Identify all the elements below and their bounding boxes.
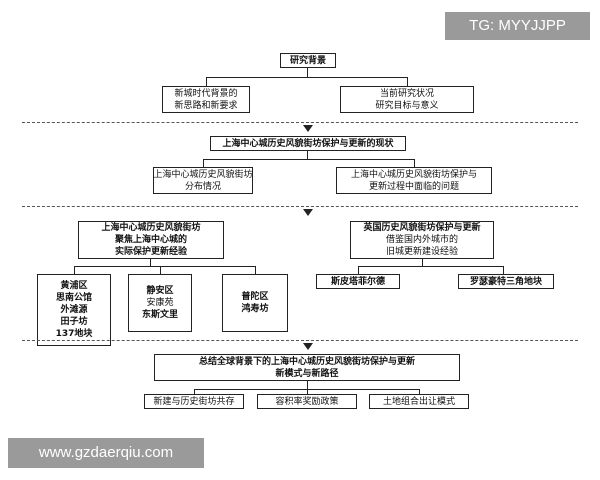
box-line: 上海中心城历史风貌街坊保护与 bbox=[350, 169, 477, 180]
box-coexistence: 新建与历史街坊共存 bbox=[144, 394, 244, 409]
box-distribution: 上海中心城历史风貌街坊 分布情况 bbox=[153, 167, 253, 194]
box-uk-case-spitalfields: 斯皮塔菲尔德 bbox=[316, 274, 400, 289]
box-line: 实际保护更新经验 bbox=[114, 247, 187, 257]
box-line: 上海中心城历史风貌街坊 bbox=[101, 223, 201, 233]
district-item: 137地块 bbox=[55, 329, 93, 339]
item-label: 新建与历史街坊共存 bbox=[153, 396, 235, 407]
connector bbox=[419, 389, 420, 394]
box-line: 英国历史风貌街坊保护与更新 bbox=[363, 223, 481, 233]
district-item: 田子坊 bbox=[60, 317, 88, 327]
box-line: 旧城更新建设经验 bbox=[385, 247, 458, 257]
down-arrow-icon bbox=[303, 343, 313, 350]
box-label: 研究背景 bbox=[289, 55, 326, 66]
connector bbox=[358, 266, 504, 267]
connector bbox=[206, 77, 207, 86]
box-new-era-background: 新城时代背景的 新思路和新要求 bbox=[162, 86, 250, 113]
box-line: 上海中心城历史风貌街坊 bbox=[153, 169, 253, 180]
section-divider bbox=[22, 340, 578, 341]
box-line: 聚焦上海中心城的 bbox=[114, 235, 187, 245]
connector bbox=[503, 266, 504, 274]
item-label: 土地组合出让模式 bbox=[382, 396, 455, 407]
item-label: 容积率奖励政策 bbox=[275, 396, 339, 407]
box-district-putuo: 普陀区 鸿寿坊 bbox=[222, 274, 288, 332]
connector bbox=[307, 381, 308, 389]
connector bbox=[307, 68, 308, 77]
box-district-huangpu: 黄浦区 思南公馆 外滩源 田子坊 137地块 bbox=[37, 274, 111, 346]
section-divider bbox=[22, 122, 578, 123]
down-arrow-icon bbox=[303, 125, 313, 132]
box-land-transfer: 土地组合出让模式 bbox=[369, 394, 469, 409]
district-name: 静安区 bbox=[146, 286, 174, 296]
district-item: 鸿寿坊 bbox=[241, 304, 269, 314]
connector bbox=[150, 259, 151, 266]
connector bbox=[307, 151, 308, 159]
connector bbox=[414, 159, 415, 167]
district-item: 东斯文里 bbox=[141, 310, 178, 320]
box-district-jingan: 静安区 安康苑 东斯文里 bbox=[128, 274, 192, 332]
district-name: 普陀区 bbox=[241, 292, 269, 302]
box-far-incentive: 容积率奖励政策 bbox=[257, 394, 357, 409]
district-item: 外滩源 bbox=[60, 305, 88, 315]
box-uk-experience: 英国历史风貌街坊保护与更新 借鉴国内外城市的 旧城更新建设经验 bbox=[350, 221, 494, 259]
district-item: 安康苑 bbox=[146, 298, 174, 308]
district-item: 思南公馆 bbox=[55, 293, 92, 303]
box-line: 新模式与新路径 bbox=[275, 368, 339, 379]
connector bbox=[422, 259, 423, 266]
box-current-research: 当前研究状况 研究目标与意义 bbox=[340, 86, 474, 113]
connector bbox=[74, 266, 75, 274]
box-problems: 上海中心城历史风貌街坊保护与 更新过程中面临的问题 bbox=[336, 167, 492, 194]
watermark-bottom-left: www.gzdaerqiu.com bbox=[8, 438, 204, 468]
box-status-title: 上海中心城历史风貌街坊保护与更新的现状 bbox=[210, 136, 406, 151]
connector bbox=[307, 389, 308, 394]
connector bbox=[74, 266, 256, 267]
box-line: 借鉴国内外城市的 bbox=[385, 235, 458, 245]
box-summary: 总结全球背景下的上海中心城历史风貌街坊保护与更新 新模式与新路径 bbox=[154, 354, 460, 381]
box-line: 当前研究状况 bbox=[379, 88, 434, 99]
connector bbox=[255, 266, 256, 274]
connector bbox=[358, 266, 359, 274]
connector bbox=[194, 389, 195, 394]
connector bbox=[203, 159, 415, 160]
box-shanghai-experience: 上海中心城历史风貌街坊 聚焦上海中心城的 实际保护更新经验 bbox=[78, 221, 224, 259]
connector bbox=[206, 77, 408, 78]
down-arrow-icon bbox=[303, 209, 313, 216]
box-line: 分布情况 bbox=[184, 181, 221, 192]
box-line: 新思路和新要求 bbox=[174, 100, 238, 111]
connector bbox=[203, 159, 204, 167]
box-uk-case-triangle: 罗瑟豪特三角地块 bbox=[458, 274, 554, 289]
box-research-background: 研究背景 bbox=[280, 53, 336, 68]
box-line: 研究目标与意义 bbox=[375, 100, 439, 111]
box-line: 更新过程中面临的问题 bbox=[368, 181, 459, 192]
box-label: 上海中心城历史风貌街坊保护与更新的现状 bbox=[222, 138, 394, 149]
box-line: 总结全球背景下的上海中心城历史风貌街坊保护与更新 bbox=[198, 356, 415, 367]
case-label: 斯皮塔菲尔德 bbox=[330, 276, 385, 287]
watermark-top-right: TG: MYYJJPP bbox=[445, 12, 590, 40]
connector bbox=[160, 266, 161, 274]
connector bbox=[407, 77, 408, 86]
district-name: 黄浦区 bbox=[60, 281, 88, 291]
case-label: 罗瑟豪特三角地块 bbox=[469, 276, 542, 287]
section-divider bbox=[22, 206, 578, 207]
box-line: 新城时代背景的 bbox=[174, 88, 238, 99]
